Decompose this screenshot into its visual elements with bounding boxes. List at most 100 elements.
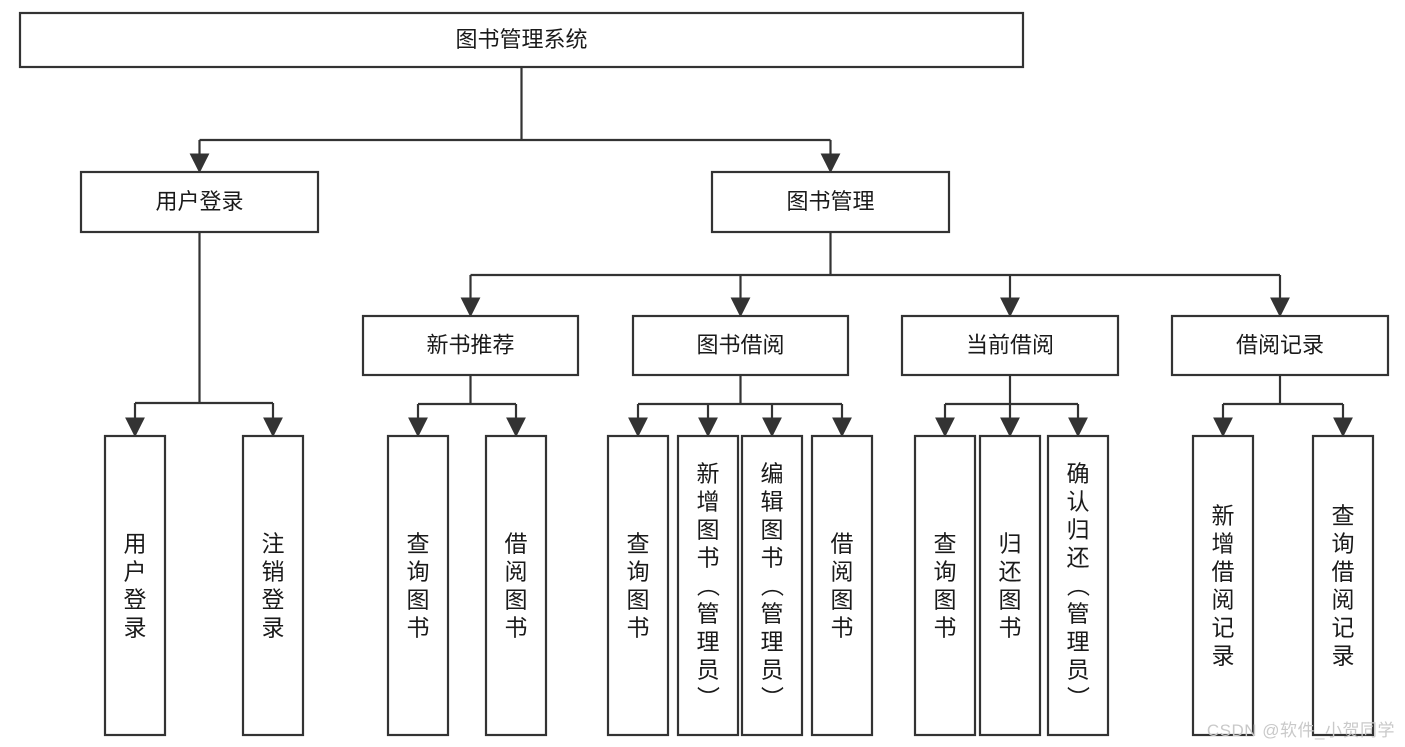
flow-node-l2-1[interactable]: 图书管理 (710, 170, 951, 234)
node-label-char: 书 (505, 614, 528, 640)
node-label-char: 销 (262, 558, 285, 584)
node-rect (740, 434, 804, 737)
node-label-char: ） (695, 686, 721, 709)
node-label-char: 阅 (505, 558, 528, 584)
node-label-char: 借 (505, 530, 528, 556)
node-label-char: 录 (1332, 642, 1355, 668)
node-label-char: 阅 (1332, 586, 1355, 612)
node-label-char: 理 (697, 628, 720, 654)
node-label-char: 登 (262, 586, 285, 612)
flow-node-l3-3[interactable]: 借阅记录 (1170, 314, 1390, 377)
node-label-char: 阅 (831, 558, 854, 584)
node-label-char: 还 (999, 558, 1022, 584)
node-rect (1170, 314, 1390, 377)
node-label-char: 借 (831, 530, 854, 556)
node-boxes: 图书管理系统用户登录图书管理新书推荐图书借阅当前借阅借阅记录用户登录注销登录查询… (18, 11, 1390, 737)
node-label-char: 查 (407, 530, 430, 556)
node-label-char: 增 (1212, 530, 1235, 556)
node-rect (710, 170, 951, 234)
node-rect (631, 314, 850, 377)
node-label: 当前借阅 (966, 332, 1054, 357)
node-label-char: 图 (697, 516, 720, 542)
flow-node-l3-2[interactable]: 当前借阅 (900, 314, 1120, 377)
node-label-char: 图 (934, 586, 957, 612)
node-label-char: 新 (1212, 502, 1235, 528)
node-label-char: 认 (1067, 488, 1090, 514)
node-label-char: 图 (505, 586, 528, 612)
node-label-char: 员 (697, 656, 720, 682)
node-label-char: 图 (407, 586, 430, 612)
node-rect (1046, 434, 1110, 737)
node-label-char: 图 (761, 516, 784, 542)
node-label-char: 增 (697, 488, 720, 514)
node-label-char: 录 (124, 614, 147, 640)
node-label-char: 阅 (1212, 586, 1235, 612)
flow-node-root-0[interactable]: 图书管理系统 (18, 11, 1025, 69)
node-label-char: 借 (1212, 558, 1235, 584)
node-label-char: 确 (1067, 460, 1090, 486)
node-label-char: 图 (831, 586, 854, 612)
node-label: 图书管理 (786, 189, 874, 214)
node-label-char: 书 (407, 614, 430, 640)
node-label-char: 询 (934, 558, 957, 584)
node-label-char: 书 (831, 614, 854, 640)
node-label-char: 管 (697, 600, 720, 626)
node-label-char: 还 (1067, 544, 1090, 570)
flow-node-l3-1[interactable]: 图书借阅 (631, 314, 850, 377)
node-label-char: 员 (1067, 656, 1090, 682)
node-label-char: 询 (627, 558, 650, 584)
node-label-char: 登 (124, 586, 147, 612)
node-label-char: 记 (1212, 614, 1235, 640)
node-label-char: 查 (627, 530, 650, 556)
node-label-char: 理 (761, 628, 784, 654)
node-label-char: （ (1065, 574, 1091, 597)
node-label-char: 归 (999, 530, 1022, 556)
node-label-char: 录 (262, 614, 285, 640)
node-label-char: 询 (407, 558, 430, 584)
node-label-char: 管 (1067, 600, 1090, 626)
node-rect (103, 434, 167, 737)
node-rect (361, 314, 580, 377)
connector-lines (125, 67, 1353, 438)
node-label: 新书推荐 (426, 332, 514, 357)
node-label-char: 书 (934, 614, 957, 640)
node-label-char: 记 (1332, 614, 1355, 640)
flow-node-l2-0[interactable]: 用户登录 (79, 170, 320, 234)
node-label-char: 户 (124, 558, 147, 584)
flow-node-leaf-0[interactable]: 用户登录 (103, 434, 167, 737)
node-label-char: 借 (1332, 558, 1355, 584)
node-label: 图书借阅 (696, 332, 784, 357)
flow-node-l3-0[interactable]: 新书推荐 (361, 314, 580, 377)
node-label-char: 书 (697, 544, 720, 570)
node-label-char: 编 (761, 460, 784, 486)
node-rect (18, 11, 1025, 69)
node-rect (810, 434, 874, 737)
node-label-char: 书 (761, 544, 784, 570)
node-rect (79, 170, 320, 234)
node-label-char: 书 (999, 614, 1022, 640)
node-label-char: 员 (761, 656, 784, 682)
node-rect (386, 434, 450, 737)
node-label-char: ） (759, 686, 785, 709)
node-label-char: 图 (999, 586, 1022, 612)
node-label-char: （ (759, 574, 785, 597)
node-label-char: （ (695, 574, 721, 597)
node-label-char: 新 (697, 460, 720, 486)
node-rect (913, 434, 977, 737)
node-rect (900, 314, 1120, 377)
node-label: 借阅记录 (1236, 332, 1324, 357)
